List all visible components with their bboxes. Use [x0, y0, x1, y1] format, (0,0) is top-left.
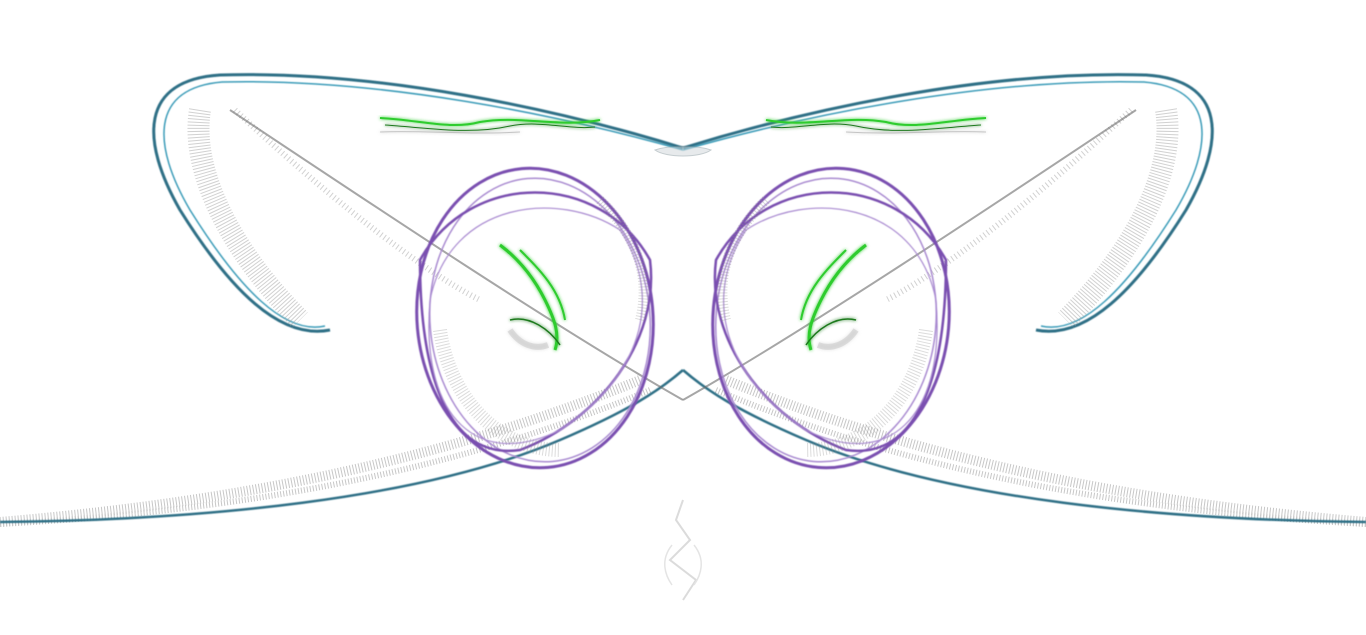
- center-top-knot: [653, 145, 713, 157]
- green-strand-center: [499, 243, 566, 351]
- loop-shading: [433, 196, 649, 457]
- gray-hatch-bottom: [0, 375, 652, 527]
- diagonal-beam: [229, 109, 684, 401]
- teal-ribbon: [0, 73, 684, 524]
- right-wing: [683, 75, 1366, 524]
- purple-loops: [415, 166, 655, 470]
- green-strand-top: [379, 117, 601, 134]
- left-wing: [0, 73, 684, 527]
- center-faint-figure: [664, 499, 702, 601]
